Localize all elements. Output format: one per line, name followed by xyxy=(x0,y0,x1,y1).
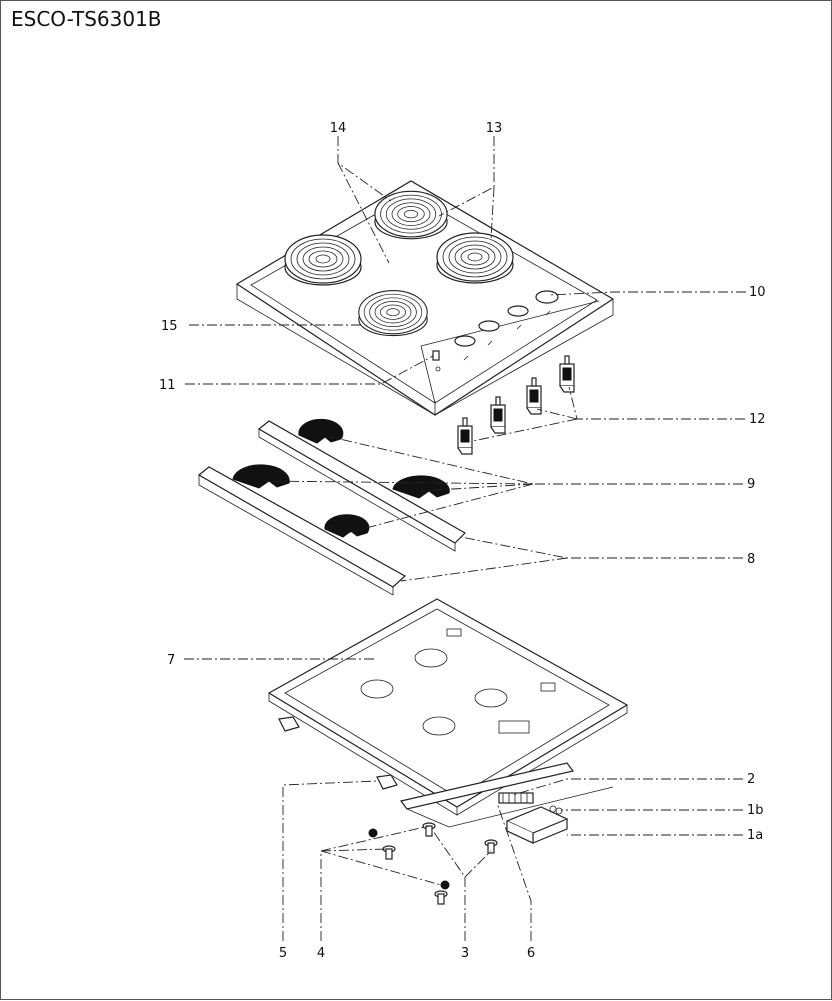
burner-back xyxy=(374,190,448,240)
callout-1b: 1b xyxy=(747,803,764,818)
callout-11: 11 xyxy=(159,378,176,393)
heat-shield-discs xyxy=(232,418,450,538)
callout-7: 7 xyxy=(167,653,175,668)
burner-support-rails xyxy=(197,420,466,596)
callout-6: 6 xyxy=(527,946,535,961)
cooktop-inner-rim xyxy=(250,193,598,404)
callout-9: 9 xyxy=(747,477,755,492)
burner-right xyxy=(436,232,514,284)
callout-2: 2 xyxy=(747,772,755,787)
callout-labels: 14 13 10 15 11 12 9 8 7 2 1b 1a 5 4 3 6 xyxy=(159,121,766,961)
terminal-block xyxy=(498,792,534,804)
gasket-strip xyxy=(399,762,614,828)
callout-10: 10 xyxy=(749,285,766,300)
callout-1a: 1a xyxy=(747,828,763,843)
callout-15: 15 xyxy=(161,319,178,334)
callout-13: 13 xyxy=(486,121,503,136)
ignition-button xyxy=(432,350,440,361)
base-tray xyxy=(267,598,629,816)
callout-5: 5 xyxy=(279,946,287,961)
burner-front-left xyxy=(284,234,362,286)
leader-lines xyxy=(184,136,746,941)
callout-4: 4 xyxy=(317,946,325,961)
junction-box xyxy=(505,805,569,844)
control-knobs xyxy=(432,290,559,372)
callout-8: 8 xyxy=(747,552,755,567)
burner-front xyxy=(358,290,428,337)
fixing-clamps xyxy=(278,716,398,790)
diagram-title: ESCO-TS6301B xyxy=(11,7,162,31)
callout-3: 3 xyxy=(461,946,469,961)
callout-12: 12 xyxy=(749,412,766,427)
screws-and-washers xyxy=(368,822,498,905)
callout-14: 14 xyxy=(330,121,347,136)
